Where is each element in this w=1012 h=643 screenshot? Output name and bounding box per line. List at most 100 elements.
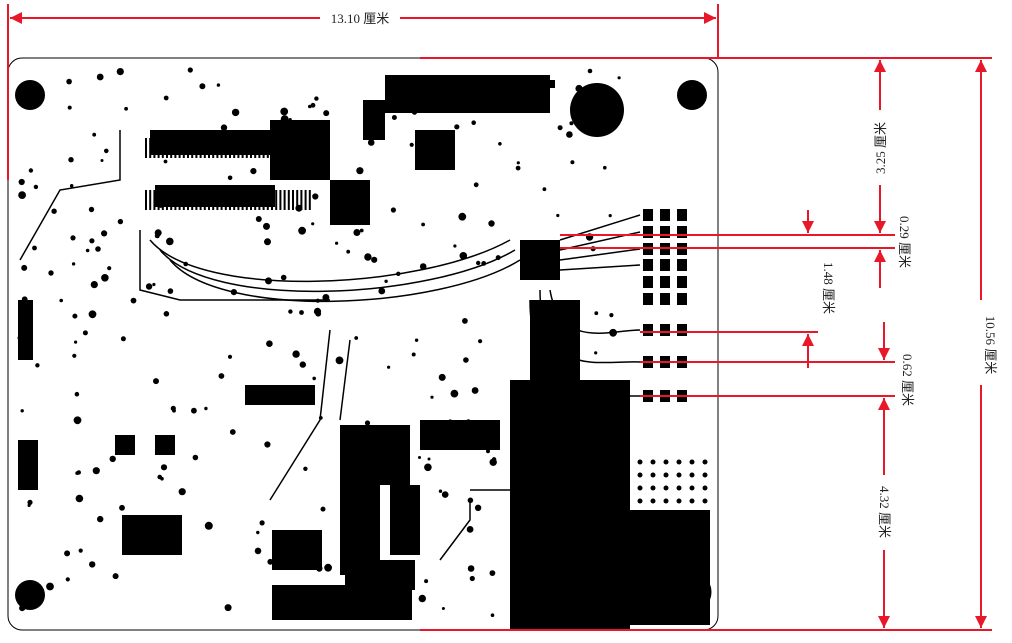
via [367, 139, 375, 146]
via [157, 474, 162, 480]
via [167, 288, 174, 294]
via [587, 395, 592, 400]
connector-pad [660, 209, 670, 221]
via [409, 142, 414, 147]
via [466, 526, 474, 533]
smd-pin [296, 190, 299, 210]
via [562, 397, 568, 403]
copper-pour [380, 425, 410, 485]
via [356, 167, 364, 175]
dimension-labels: 13.10 厘米 10.56 厘米 3.25 厘米 0.29 厘米 1.48 厘… [331, 11, 998, 538]
smd-pin [283, 190, 286, 210]
smd-pin [224, 190, 227, 210]
smd-pin [170, 138, 173, 158]
connector-pad [643, 293, 653, 305]
smd-pin [258, 138, 261, 158]
via [676, 485, 682, 491]
via [390, 207, 396, 213]
via [387, 365, 391, 369]
via [172, 408, 176, 413]
smd-pin [296, 138, 299, 158]
via [291, 598, 299, 606]
via [371, 256, 378, 263]
mounting-hole [15, 80, 45, 110]
copper-pour [272, 530, 322, 570]
pcb-board [7, 57, 719, 631]
smd-pin [275, 190, 278, 210]
via [676, 472, 682, 478]
smd-pin [308, 190, 311, 210]
height-label: 10.56 厘米 [983, 316, 998, 375]
via [204, 406, 208, 411]
smd-pin [157, 190, 160, 210]
copper-pour [415, 130, 455, 170]
via [32, 245, 37, 251]
via [27, 499, 33, 505]
via [298, 585, 306, 592]
via [335, 241, 339, 245]
via [299, 310, 304, 315]
smd-pin [229, 138, 231, 158]
smd-pin [292, 138, 294, 158]
via [153, 378, 159, 385]
smd-pin [212, 190, 215, 210]
via [229, 429, 236, 435]
via [411, 352, 416, 357]
via [613, 533, 621, 540]
via [488, 220, 495, 227]
width-label: 13.10 厘米 [331, 11, 390, 26]
copper-pour [340, 425, 380, 575]
via [595, 505, 604, 514]
via [76, 470, 82, 475]
via [378, 287, 386, 295]
via [74, 340, 78, 344]
copper-pour [385, 80, 555, 88]
trace [439, 500, 471, 561]
via [549, 588, 555, 594]
via [384, 279, 388, 283]
via [67, 105, 72, 110]
trace [139, 230, 330, 301]
smd-pin [220, 138, 223, 158]
via [64, 550, 71, 557]
smd-pin [308, 138, 311, 158]
smd-pin [275, 138, 278, 158]
via [343, 439, 349, 445]
via [294, 544, 299, 548]
via [650, 485, 656, 491]
via [107, 266, 112, 271]
via [73, 416, 82, 425]
via [78, 548, 83, 553]
via [598, 559, 604, 564]
via [320, 506, 326, 512]
smd-pin [212, 138, 215, 158]
smd-pin [304, 138, 307, 158]
connector-pad [643, 226, 653, 238]
via [473, 182, 479, 188]
via [603, 165, 607, 170]
via [335, 356, 344, 365]
via [315, 310, 322, 317]
via [130, 297, 137, 304]
via [310, 102, 316, 108]
via [90, 281, 98, 289]
trace [559, 248, 641, 261]
via [160, 464, 168, 471]
smd-pin [287, 138, 290, 158]
via [400, 428, 405, 433]
copper-pour [625, 510, 710, 625]
mounting-hole [15, 580, 45, 610]
via [227, 354, 233, 359]
via [450, 389, 459, 398]
smd-pin [153, 138, 156, 158]
via [183, 261, 188, 267]
copper-pour [345, 560, 415, 590]
via [486, 449, 490, 454]
via [22, 483, 28, 489]
smd-pin [191, 190, 194, 210]
via [542, 187, 547, 192]
via [617, 76, 621, 80]
via [265, 277, 272, 285]
via [163, 311, 170, 317]
